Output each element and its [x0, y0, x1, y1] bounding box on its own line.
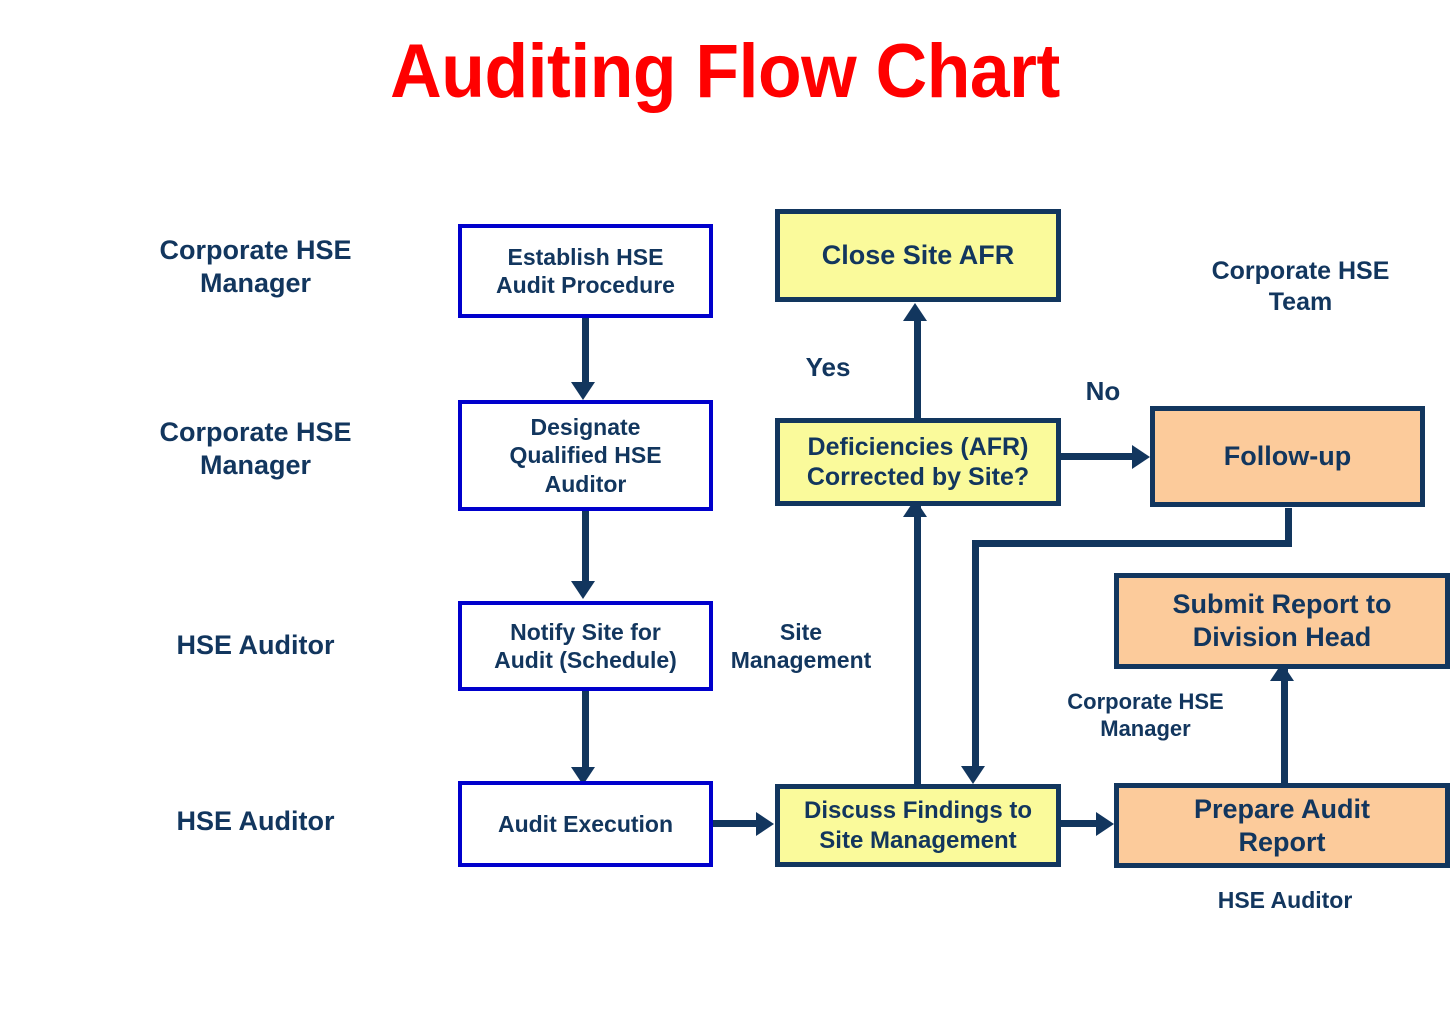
arrowhead-followup-to-discuss: [961, 766, 985, 784]
node-line1: Establish HSE: [507, 243, 664, 270]
node-line3: Auditor: [544, 470, 627, 497]
node-line2: Division Head: [1192, 622, 1372, 652]
node-deficiencies-corrected-by-site[interactable]: Deficiencies (AFR) Corrected by Site?: [775, 418, 1061, 506]
connector-establish-to-designate: [582, 318, 589, 384]
node-prepare-audit-report[interactable]: Prepare Audit Report: [1114, 783, 1450, 868]
arrowhead-discuss-to-prepare: [1096, 812, 1114, 836]
node-line1: Discuss Findings to: [803, 797, 1033, 825]
node-submit-report-to-division-head[interactable]: Submit Report to Division Head: [1114, 573, 1450, 669]
role-label-corporate-hse-manager-1: Corporate HSE Manager: [118, 234, 393, 300]
node-designate-qualified-hse-auditor[interactable]: Designate Qualified HSE Auditor: [458, 400, 713, 511]
role-label-line1: Corporate HSE: [159, 235, 352, 265]
connector-discuss-to-deficiency: [914, 505, 921, 785]
connector-prepare-to-submit: [1281, 669, 1288, 785]
node-follow-up[interactable]: Follow-up: [1150, 406, 1425, 507]
role-label-hse-auditor-2: HSE Auditor: [118, 805, 393, 838]
arrowhead-deficiency-to-close: [903, 303, 927, 321]
role-label-line2: Management: [730, 647, 872, 674]
role-label-corporate-hse-team: Corporate HSE Team: [1168, 256, 1433, 317]
node-notify-site-for-audit[interactable]: Notify Site for Audit (Schedule): [458, 601, 713, 691]
node-line2: Report: [1238, 826, 1326, 857]
connector-discuss-to-prepare: [1060, 820, 1102, 827]
role-label-line1: HSE Auditor: [176, 806, 335, 836]
role-label-line1: Corporate HSE: [1067, 689, 1224, 714]
arrowhead-deficiency-to-followup: [1132, 445, 1150, 469]
node-line1: Audit Execution: [497, 810, 674, 837]
arrowhead-designate-to-notify: [571, 581, 595, 599]
node-line1: Submit Report to: [1172, 589, 1392, 620]
page-title: Auditing Flow Chart: [390, 29, 1060, 114]
role-label-line1: Corporate HSE: [159, 417, 352, 447]
connector-designate-to-notify: [582, 511, 589, 583]
connector-deficiency-to-followup: [1060, 453, 1138, 460]
arrowhead-notify-to-execution: [571, 767, 595, 785]
connector-followup-to-discuss: [972, 540, 979, 772]
role-label-line1: HSE Auditor: [1217, 887, 1353, 913]
role-label-line1: Corporate HSE: [1211, 257, 1390, 285]
arrowhead-establish-to-designate: [571, 382, 595, 400]
node-line2: Audit (Schedule): [494, 647, 677, 673]
role-label-line1: Site: [779, 619, 823, 645]
edge-label-no: No: [1085, 376, 1121, 406]
arrowhead-execution-to-discuss: [756, 812, 774, 836]
role-label-line2: Manager: [199, 449, 312, 480]
node-establish-hse-audit-procedure[interactable]: Establish HSE Audit Procedure: [458, 224, 713, 318]
node-discuss-findings-to-site-management[interactable]: Discuss Findings to Site Management: [775, 784, 1061, 867]
edge-label-yes: Yes: [805, 352, 851, 382]
connector-followup-down: [1285, 508, 1292, 547]
role-label-line2: Manager: [1100, 715, 1191, 741]
role-label-hse-auditor-3: HSE Auditor: [1170, 886, 1400, 914]
node-line1: Prepare Audit: [1193, 793, 1371, 824]
role-label-line2: Manager: [199, 267, 312, 298]
node-line1: Follow-up: [1223, 441, 1352, 472]
role-label-corporate-hse-manager-3: Corporate HSE Manager: [1038, 689, 1253, 743]
role-label-corporate-hse-manager-2: Corporate HSE Manager: [118, 416, 393, 482]
role-label-site-management: Site Management: [716, 618, 886, 674]
connector-followup-left: [972, 540, 1292, 547]
node-line1: Deficiencies (AFR): [807, 432, 1029, 461]
role-label-hse-auditor-1: HSE Auditor: [118, 629, 393, 662]
node-close-site-afr[interactable]: Close Site AFR: [775, 209, 1061, 302]
connector-execution-to-discuss: [712, 820, 760, 827]
node-line2: Audit Procedure: [496, 272, 675, 298]
node-line2: Qualified HSE: [509, 442, 662, 469]
role-label-line2: Team: [1268, 287, 1333, 316]
connector-deficiency-to-close: [914, 318, 921, 420]
node-line1: Close Site AFR: [821, 240, 1015, 271]
node-line2: Site Management: [819, 826, 1017, 854]
role-label-line1: HSE Auditor: [176, 630, 335, 660]
node-line1: Notify Site for: [510, 618, 661, 645]
node-audit-execution[interactable]: Audit Execution: [458, 781, 713, 867]
connector-notify-to-execution: [582, 691, 589, 769]
node-line2: Corrected by Site?: [806, 463, 1030, 491]
node-line1: Designate: [530, 414, 641, 441]
